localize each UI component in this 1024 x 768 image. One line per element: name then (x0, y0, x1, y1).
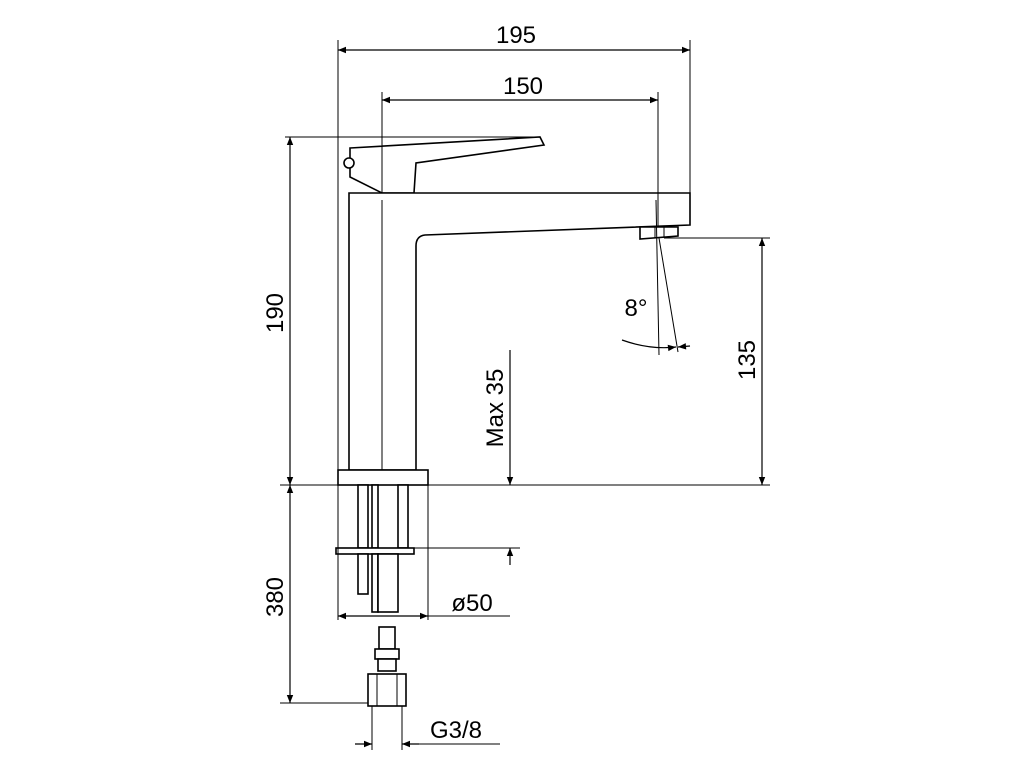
mounting-stud (397, 484, 409, 549)
dimension-lines (286, 46, 766, 748)
hose-tube (371, 484, 379, 549)
connector-ring (374, 648, 400, 660)
mounting-hardware (335, 484, 415, 613)
mounting-stud (357, 484, 369, 549)
label-spout-angle: 8° (625, 295, 648, 322)
connector-top (378, 626, 396, 650)
spout-column (348, 192, 691, 471)
angle-flow-line (658, 237, 679, 353)
handle-pivot (343, 157, 355, 169)
hex-nut (367, 673, 407, 707)
label-base-diameter: ø50 (451, 590, 492, 617)
hose-connector (367, 626, 407, 707)
aerator (639, 226, 679, 240)
fixing-plate (335, 547, 415, 555)
connector-neck (377, 658, 397, 672)
angle-arc (621, 339, 677, 352)
base-flange (337, 469, 429, 486)
label-max-deck-thickness: Max 35 (482, 369, 509, 448)
dimension-labels: 195 150 190 135 Max 35 380 ø50 G3/8 8° (262, 22, 761, 744)
label-overall-height: 190 (262, 293, 289, 333)
stud-end (357, 553, 369, 595)
label-overall-width: 195 (496, 22, 536, 49)
label-thread-size: G3/8 (430, 717, 482, 744)
lever-handle (349, 136, 546, 194)
faucet-body (337, 136, 691, 486)
angle-vertical-ref (655, 199, 660, 356)
hose-tube (371, 553, 379, 613)
angle-arrow (677, 343, 691, 350)
label-spout-reach: 150 (503, 73, 543, 100)
label-hose-length: 380 (262, 577, 289, 617)
supply-hose (377, 553, 399, 613)
label-spout-height: 135 (734, 340, 761, 380)
